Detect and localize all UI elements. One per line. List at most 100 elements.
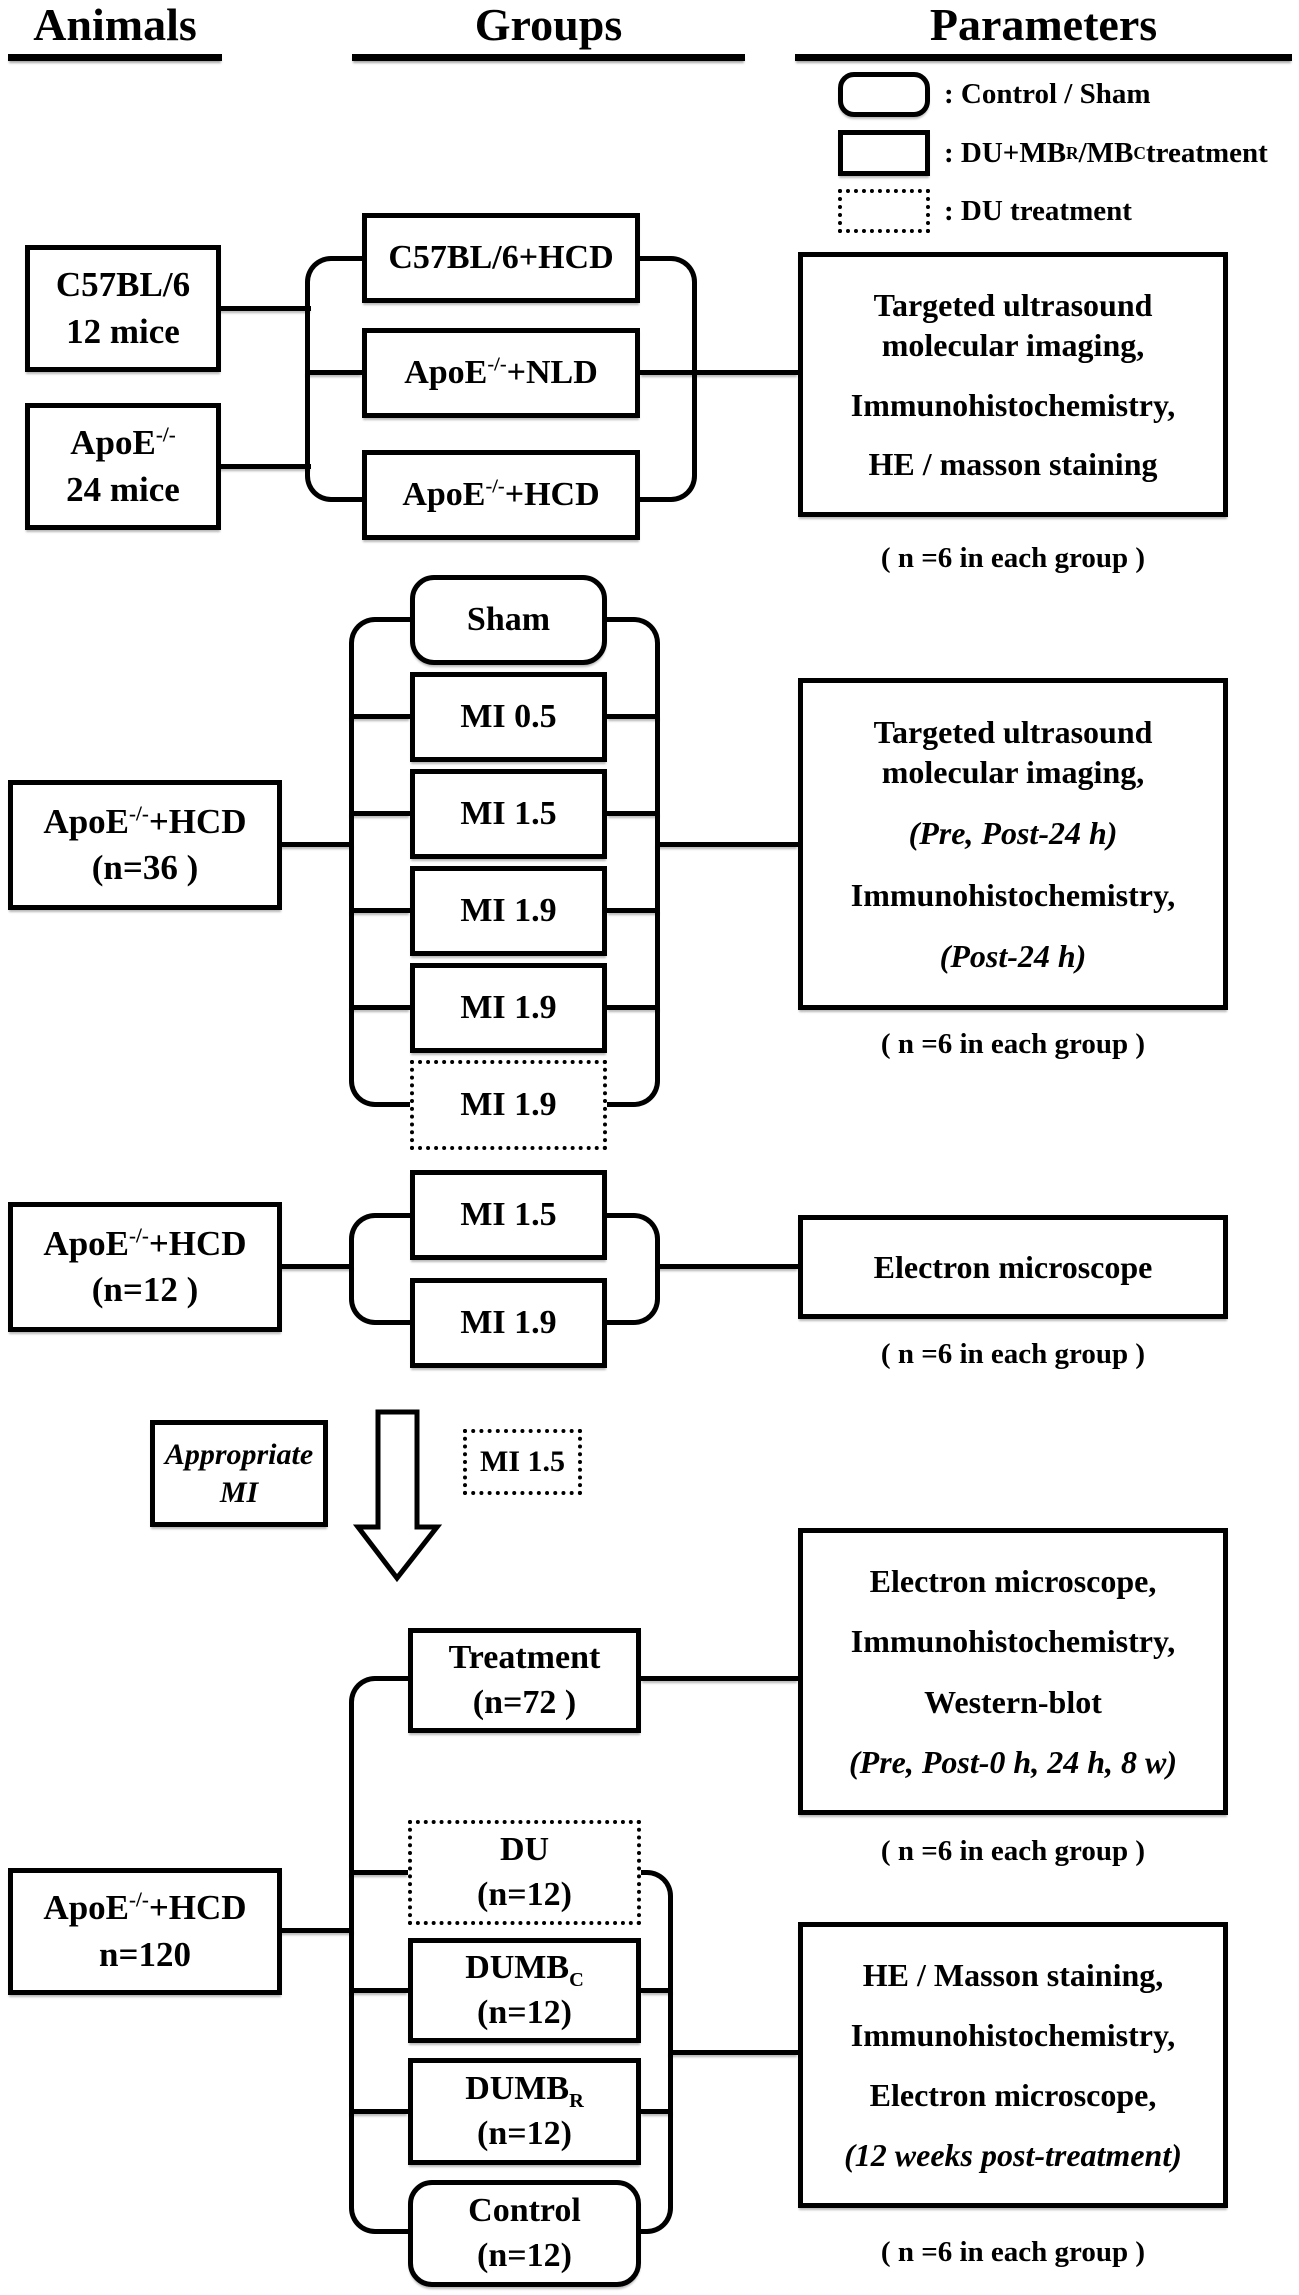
group-box-sham: Sham <box>410 575 607 665</box>
apoe-base: ApoE <box>70 423 156 463</box>
group-box-dumb-r-line2: (n=12) <box>477 2114 572 2152</box>
s3-left-bracket <box>349 1213 410 1325</box>
legend-du-mb-text2: /MB <box>1078 136 1134 169</box>
animal-box-n12-line2: (n=12 ) <box>91 1270 199 1309</box>
group-box-treatment-line1: Treatment <box>448 1639 601 1677</box>
legend-swatch-dotted <box>838 189 930 233</box>
group-suffix: +HCD <box>148 801 247 841</box>
group-box-dumb-r-line1: DUMBR <box>465 2067 584 2111</box>
parameters-box-1: Targeted ultrasound molecular imaging, I… <box>798 252 1228 517</box>
parameters-box-4: Electron microscope, Immunohistochemistr… <box>798 1528 1228 1815</box>
s2-left-stub-4 <box>349 1005 410 1010</box>
selected-mi-1-5-label: MI 1.5 <box>480 1445 565 1479</box>
animal-box-n120-line2: n=120 <box>99 1934 191 1974</box>
group-box-c57bl6-hcd: C57BL/6+HCD <box>362 213 640 303</box>
s4-line-animal <box>280 1928 354 1933</box>
group-box-mi-1-9-b-label: MI 1.9 <box>460 988 557 1026</box>
apoe-base: ApoE <box>402 475 486 513</box>
parameters-box-5: HE / Masson staining, Immunohistochemist… <box>798 1922 1228 2208</box>
apoe-base: ApoE <box>43 801 130 841</box>
parameters-1-line4: HE / masson staining <box>868 446 1158 483</box>
s2-right-bracket <box>607 617 660 1107</box>
apoe-base: ApoE <box>404 353 488 391</box>
s3-line-animal <box>280 1264 354 1269</box>
legend-swatch-solid <box>838 130 930 176</box>
group-box-dumb-c: DUMBC (n=12) <box>408 1938 641 2043</box>
parameters-1-line2: molecular imaging, <box>881 326 1145 363</box>
s2-right-stub-2 <box>607 811 660 816</box>
s2-line-to-parameters <box>655 842 798 847</box>
parameters-underline <box>795 54 1292 61</box>
legend-swatch-rounded <box>838 72 930 117</box>
s4-left-stub-dumbr <box>349 2109 408 2114</box>
group-box-apoe-nld-label: ApoE-/-+NLD <box>404 351 598 395</box>
group-box-em-mi-1-5: MI 1.5 <box>410 1170 607 1260</box>
parameters-box-2: Targeted ultrasound molecular imaging, (… <box>798 678 1228 1010</box>
parameters-5-line1: HE / Masson staining, <box>862 1957 1164 1993</box>
group-box-mi-1-5-label: MI 1.5 <box>460 794 557 832</box>
dumb-base: DUMB <box>465 2070 570 2108</box>
appropriate-mi-line1: Appropriate <box>164 1438 314 1471</box>
s2-line-animal <box>280 842 354 847</box>
group-box-apoe-hcd-label: ApoE-/-+HCD <box>402 473 599 517</box>
group-box-du: DU (n=12) <box>408 1820 641 1925</box>
s4-right-stub-dumbc <box>641 1988 673 1993</box>
group-box-apoe-hcd: ApoE-/-+HCD <box>362 450 640 540</box>
group-box-em-mi-1-5-label: MI 1.5 <box>460 1195 557 1233</box>
parameters-2-line4: Immunohistochemistry, <box>850 876 1176 913</box>
group-box-mi-1-9-a-label: MI 1.9 <box>460 891 557 929</box>
apoe-sup: -/- <box>485 475 505 498</box>
group-box-mi-1-5: MI 1.5 <box>410 769 607 859</box>
parameters-2-line3: (Pre, Post-24 h) <box>908 815 1118 852</box>
parameters-1-line1: Targeted ultrasound <box>873 286 1153 323</box>
group-box-mi-1-9-du-label: MI 1.9 <box>460 1085 557 1123</box>
animal-box-apoe-hcd-n36: ApoE-/-+HCD (n=36 ) <box>8 780 282 910</box>
appropriate-mi-box: Appropriate MI <box>150 1420 328 1527</box>
parameters-1-line3: Immunohistochemistry, <box>850 386 1176 423</box>
parameters-2-imaging: Targeted ultrasound molecular imaging, <box>874 712 1153 792</box>
parameters-1-imaging: Targeted ultrasound molecular imaging, <box>874 285 1153 365</box>
group-box-mi-1-9-du: MI 1.9 <box>410 1060 607 1150</box>
parameters-2-line5: (Post-24 h) <box>939 937 1087 974</box>
legend-du-mb-text: : DU+MB <box>944 136 1067 169</box>
s4-line-to-parameters-bottom <box>668 2050 798 2055</box>
s3-right-bracket <box>607 1213 660 1325</box>
animals-underline <box>8 54 222 61</box>
down-arrow-icon <box>352 1409 443 1583</box>
group-box-sham-label: Sham <box>466 600 551 638</box>
parameters-2-line2: molecular imaging, <box>881 754 1145 791</box>
group-box-apoe-nld: ApoE-/-+NLD <box>362 328 640 418</box>
group-suffix: +HCD <box>148 1223 247 1263</box>
caption-n6-section4-top: ( n =6 in each group ) <box>880 1835 1146 1867</box>
parameters-4-line1: Electron microscope, <box>869 1563 1157 1600</box>
group-box-mi-0-5: MI 0.5 <box>410 672 607 762</box>
s4-line-treatment-to-parameters <box>641 1676 798 1681</box>
parameters-5-line2: Immunohistochemistry, <box>850 2017 1176 2053</box>
parameters-4-line2: Immunohistochemistry, <box>850 1623 1176 1660</box>
apoe-sup: -/- <box>129 1887 149 1912</box>
group-box-control-line1: Control <box>468 2192 581 2230</box>
apoe-sup: -/- <box>487 353 507 376</box>
parameters-5-line3: Electron microscope, <box>869 2077 1157 2113</box>
caption-n6-section3: ( n =6 in each group ) <box>880 1338 1146 1370</box>
group-box-treatment-line2: (n=72 ) <box>472 1683 577 1721</box>
animal-box-n120-line1: ApoE-/-+HCD <box>43 1885 246 1931</box>
apoe-sup: -/- <box>129 801 149 826</box>
group-suffix: +HCD <box>148 1888 247 1928</box>
s2-right-stub-4 <box>607 1005 660 1010</box>
animal-box-c57bl6-line1: C57BL/6 <box>55 265 191 305</box>
animal-box-n36-line2: (n=36 ) <box>91 848 199 887</box>
animal-box-apoe-hcd-n120: ApoE-/-+HCD n=120 <box>8 1868 282 1995</box>
apoe-base: ApoE <box>43 1888 130 1928</box>
group-box-em-mi-1-9: MI 1.9 <box>410 1278 607 1368</box>
group-box-em-mi-1-9-label: MI 1.9 <box>460 1303 557 1341</box>
group-box-control-line2: (n=12) <box>477 2236 572 2274</box>
group-box-mi-1-9-a: MI 1.9 <box>410 866 607 956</box>
animal-box-c57bl6-line2: 12 mice <box>66 311 180 351</box>
legend-du-mb-text3: treatment <box>1145 136 1268 169</box>
group-box-dumb-r: DUMBR (n=12) <box>408 2058 641 2165</box>
group-box-dumb-c-line2: (n=12) <box>477 1993 572 2031</box>
group-suffix: +NLD <box>506 353 598 391</box>
animal-box-apoe-line1: ApoE-/- <box>70 420 175 466</box>
